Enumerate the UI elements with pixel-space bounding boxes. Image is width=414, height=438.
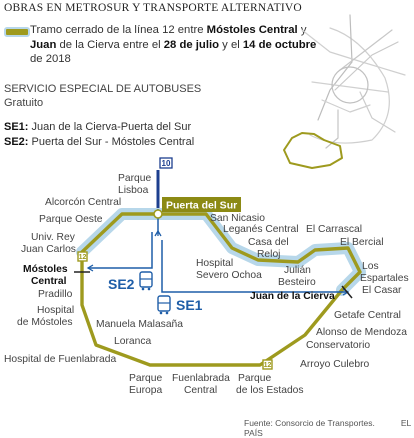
route-se1: SE1: Juan de la Cierva-Puerta del Sur bbox=[4, 120, 194, 135]
station-marker-puerta-del-sur bbox=[153, 209, 163, 219]
station-el-bercial: El Bercial bbox=[340, 237, 384, 248]
line-12-badge bbox=[77, 251, 88, 262]
station-univ-rey-2: Juan Carlos bbox=[21, 244, 76, 255]
station-parque-lisboa-2: Lisboa bbox=[118, 185, 149, 196]
bus-routes: SE2 SE1 bbox=[86, 209, 350, 315]
station-puerta-del-sur: Puerta del Sur bbox=[166, 200, 237, 212]
bus-route-se1 bbox=[161, 240, 348, 293]
bus-service-heading: SERVICIO ESPECIAL DE AUTOBUSES Gratuito bbox=[4, 82, 201, 110]
legend-station-juan: Juan bbox=[30, 38, 57, 51]
station-parque-estados-2: de los Estados bbox=[236, 385, 304, 396]
route-se2: SE2: Puerta del Sur - Móstoles Central bbox=[4, 135, 194, 150]
legend-text-part: de 2018 bbox=[30, 53, 71, 65]
station-san-nicasio: San Nicasio bbox=[210, 213, 265, 224]
station-univ-rey-1: Univ. Rey bbox=[31, 232, 76, 243]
station-pradillo: Pradillo bbox=[38, 289, 73, 300]
station-hospital-severo-ochoa-2: Severo Ochoa bbox=[196, 270, 262, 281]
legend-text-part: y el bbox=[219, 38, 243, 51]
station-parque-europa-2: Europa bbox=[129, 385, 162, 396]
station-hospital-mostoles-1: Hospital bbox=[37, 305, 74, 316]
station-julian-besteiro-1: Julián bbox=[284, 265, 311, 276]
station-el-casar: El Casar bbox=[362, 285, 402, 296]
station-fuenlabrada-central-1: Fuenlabrada bbox=[172, 373, 230, 384]
station-hospital-mostoles-2: de Móstoles bbox=[17, 317, 73, 328]
footer: Fuente: Consorcio de Transportes.EL PAÍS bbox=[244, 418, 414, 438]
bus-label-se1: SE1 bbox=[176, 297, 203, 313]
station-leganes-central: Leganés Central bbox=[223, 224, 299, 235]
line-10: 10 bbox=[156, 157, 173, 209]
legend-station-mostoles: Móstoles Central bbox=[206, 24, 298, 36]
source-credit: Fuente: Consorcio de Transportes. bbox=[244, 418, 375, 428]
station-fuenlabrada-central-2: Central bbox=[184, 385, 217, 396]
station-arroyo-culebro: Arroyo Culebro bbox=[300, 359, 370, 370]
legend-start-date: 28 de julio bbox=[163, 38, 220, 51]
station-parque-europa-1: Parque bbox=[129, 373, 162, 384]
station-markers: 12 12 bbox=[74, 209, 353, 370]
line-12-badge bbox=[262, 359, 273, 370]
station-el-carrascal: El Carrascal bbox=[306, 224, 362, 235]
station-julian-besteiro-2: Besteiro bbox=[278, 277, 316, 288]
puerta-del-sur-label-box bbox=[162, 197, 241, 212]
station-getafe-central: Getafe Central bbox=[334, 310, 401, 321]
station-conservatorio: Conservatorio bbox=[306, 340, 370, 351]
bus-label-se2: SE2 bbox=[108, 276, 135, 292]
station-los-espartales-2: Espartales bbox=[360, 273, 409, 284]
station-hospital-fuenlabrada: Hospital de Fuenlabrada bbox=[4, 354, 116, 365]
route-description: Juan de la Cierva-Puerta del Sur bbox=[28, 121, 192, 133]
closed-section-legend: Tramo cerrado de la línea 12 entre Mósto… bbox=[30, 23, 320, 67]
station-mostoles-central-1: Móstoles bbox=[23, 264, 68, 275]
station-labels: Parque Lisboa Alcorcón Central Parque Oe… bbox=[4, 173, 409, 396]
map-title: OBRAS EN METROSUR Y TRANSPORTE ALTERNATI… bbox=[4, 2, 302, 14]
route-description: Puerta del Sur - Móstoles Central bbox=[28, 135, 195, 148]
bus-icon bbox=[139, 271, 153, 291]
legend-text-part: y bbox=[297, 24, 307, 36]
madrid-metro-overview-inset bbox=[283, 14, 406, 169]
station-hospital-severo-ochoa-1: Hospital bbox=[196, 258, 233, 269]
bus-service-title: SERVICIO ESPECIAL DE AUTOBUSES bbox=[4, 83, 202, 95]
bus-route-se2 bbox=[88, 232, 153, 269]
station-alcorcon-central: Alcorcón Central bbox=[45, 197, 121, 208]
station-parque-oeste: Parque Oeste bbox=[39, 214, 103, 225]
route-code: SE2: bbox=[4, 135, 29, 148]
legend-text-part: Tramo cerrado de la línea 12 entre bbox=[30, 24, 207, 36]
line-10-badge bbox=[159, 157, 173, 169]
line-12-metrosur bbox=[80, 212, 362, 367]
route-code: SE1: bbox=[4, 121, 29, 133]
station-casa-del-reloj-2: Reloj bbox=[257, 249, 280, 260]
bus-service-subtitle: Gratuito bbox=[4, 97, 44, 109]
line-12-badge-label: 12 bbox=[79, 254, 87, 261]
closure-mark-juan-de-la-cierva bbox=[341, 285, 353, 299]
line-10-badge-label: 10 bbox=[162, 159, 171, 168]
closed-section-legend-swatch bbox=[4, 27, 30, 37]
bus-routes-list: SE1: Juan de la Cierva-Puerta del Sur SE… bbox=[4, 120, 194, 149]
station-loranca: Loranca bbox=[114, 336, 151, 347]
station-casa-del-reloj-1: Casa del bbox=[248, 237, 289, 248]
station-los-espartales-1: Los bbox=[362, 261, 379, 272]
station-manuela-malasana: Manuela Malasaña bbox=[96, 319, 183, 330]
station-mostoles-central-2: Central bbox=[31, 276, 67, 287]
legend-text-part: de la Cierva entre el bbox=[56, 38, 164, 51]
bus-icon bbox=[157, 295, 171, 315]
station-parque-lisboa-1: Parque bbox=[118, 173, 151, 184]
legend-end-date: 14 de octubre bbox=[242, 38, 317, 51]
publisher-brand: EL PAÍS bbox=[244, 418, 411, 438]
station-juan-de-la-cierva: Juan de la Cierva bbox=[250, 291, 335, 302]
station-alonso-de-mendoza: Alonso de Mendoza bbox=[316, 327, 407, 338]
station-parque-estados-1: Parque bbox=[238, 373, 271, 384]
line-12-badge-label: 12 bbox=[264, 362, 272, 369]
